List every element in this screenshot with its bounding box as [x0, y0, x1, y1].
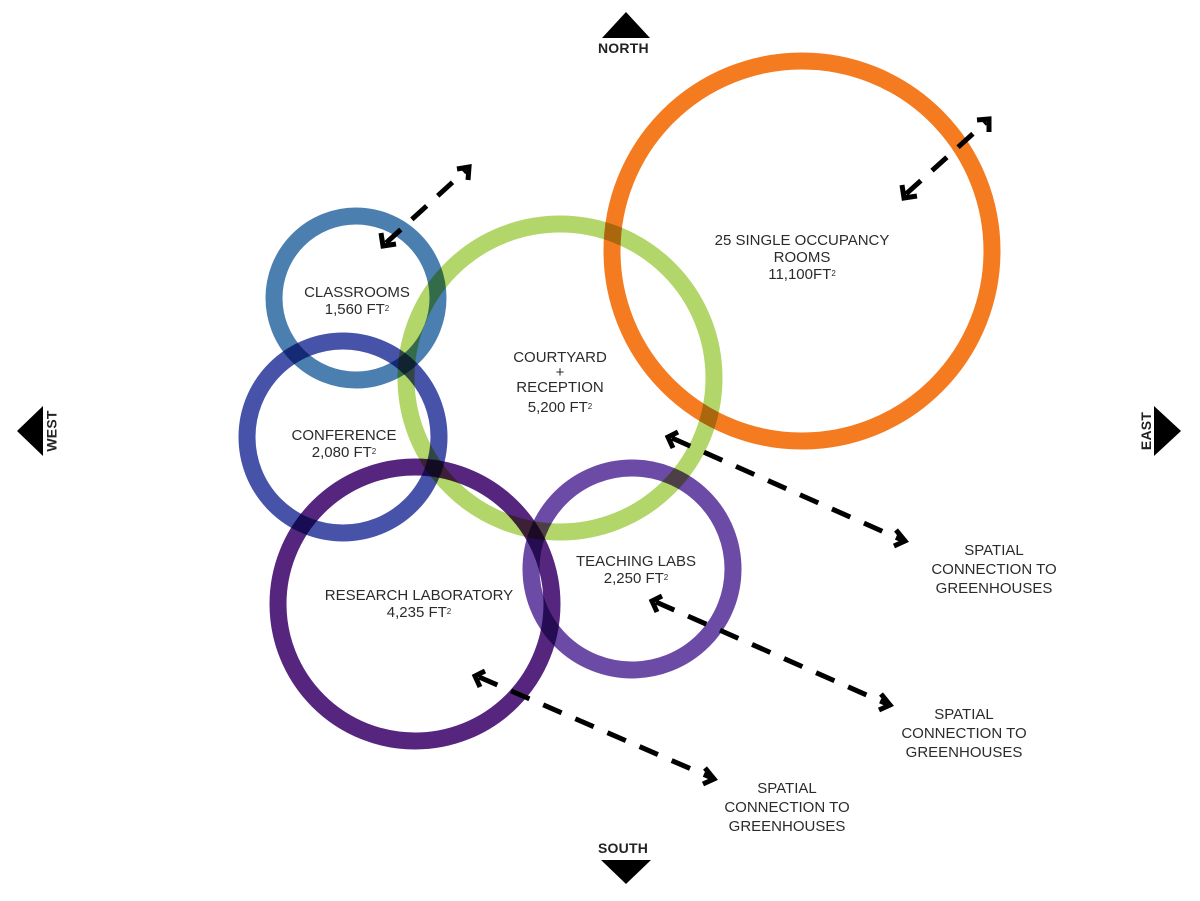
space-area: 11,100FT2 [768, 266, 836, 283]
space-area: 4,235 FT2 [386, 604, 452, 621]
space-label-teaching-labs: TEACHING LABS 2,250 FT2 [576, 553, 696, 587]
compass-west-label: WEST [43, 410, 60, 452]
connection-rooms-exterior [899, 116, 992, 201]
note-line: CONNECTION TO [931, 561, 1057, 578]
north-arrow-icon [602, 12, 650, 38]
greenhouse-note: SPATIAL CONNECTION TO GREENHOUSES [724, 779, 849, 836]
arrowhead-icon [456, 164, 472, 181]
space-area: 2,250 FT2 [603, 570, 669, 587]
space-name-line: CLASSROOMS [304, 284, 410, 301]
ring-research-laboratory [269, 458, 561, 750]
ring-teaching-labs [522, 459, 742, 679]
space-label-conference: CONFERENCE 2,080 FT2 [291, 427, 396, 461]
space-area: 1,560 FT2 [324, 301, 390, 318]
space-name-line: ROOMS [773, 249, 831, 266]
arrowhead-icon [877, 692, 894, 713]
south-arrow-icon [601, 860, 651, 884]
space-name-line: TEACHING LABS [575, 553, 697, 570]
arrowhead-icon [701, 766, 718, 787]
ring-conference [238, 332, 448, 542]
greenhouse-note: SPATIAL CONNECTION TO GREENHOUSES [901, 705, 1026, 762]
connection-classrooms-exterior [378, 164, 472, 249]
space-area: 2,080 FT2 [311, 444, 377, 461]
space-name-line: 25 SINGLE OCCUPANCY [714, 232, 890, 249]
arrowhead-icon [664, 429, 680, 450]
note-line: GREENHOUSES [905, 744, 1023, 761]
arrowhead-icon [378, 232, 397, 249]
compass-east-label: EAST [1138, 411, 1155, 451]
space-label-classrooms: CLASSROOMS 1,560 FT2 [304, 284, 410, 318]
note-line: SPATIAL [934, 706, 994, 723]
arrowhead-icon [648, 593, 664, 614]
east-arrow-icon [1154, 406, 1181, 456]
connection-courtyard-greenhouses [664, 429, 909, 549]
space-name-line: RECEPTION [516, 379, 604, 396]
arrowhead-icon [471, 668, 487, 689]
note-line: CONNECTION TO [901, 725, 1027, 742]
space-name-line: RESEARCH LABORATORY [324, 587, 514, 604]
space-name-line: CONFERENCE [291, 427, 397, 444]
note-line: GREENHOUSES [935, 580, 1053, 597]
space-label-courtyard-reception: COURTYARD + RECEPTION 5,200 FT2 [513, 349, 607, 416]
ring-single-occupancy-rooms [603, 52, 1001, 450]
ring-classrooms [265, 207, 447, 389]
space-label-single-occupancy-rooms: 25 SINGLE OCCUPANCY ROOMS 11,100FT2 [715, 232, 890, 283]
note-line: SPATIAL [757, 780, 817, 797]
note-line: SPATIAL [964, 542, 1024, 559]
greenhouse-note: SPATIAL CONNECTION TO GREENHOUSES [931, 541, 1056, 598]
west-arrow-icon [17, 406, 43, 456]
compass-south-label: SOUTH [598, 840, 648, 856]
arrowhead-icon [976, 116, 992, 132]
ring-courtyard-reception [397, 215, 723, 541]
arrowhead-icon [899, 184, 918, 201]
note-line: GREENHOUSES [728, 818, 846, 835]
space-area: 5,200 FT2 [527, 399, 593, 416]
compass-north-label: NORTH [598, 40, 649, 56]
arrowhead-icon [892, 528, 909, 549]
connection-teaching-labs-greenhouses [648, 593, 894, 713]
space-name-line: + [555, 364, 565, 381]
space-label-research-laboratory: RESEARCH LABORATORY 4,235 FT2 [325, 587, 513, 621]
space-name-line: COURTYARD [513, 349, 607, 366]
connection-research-lab-greenhouses [471, 668, 718, 787]
note-line: CONNECTION TO [724, 799, 850, 816]
